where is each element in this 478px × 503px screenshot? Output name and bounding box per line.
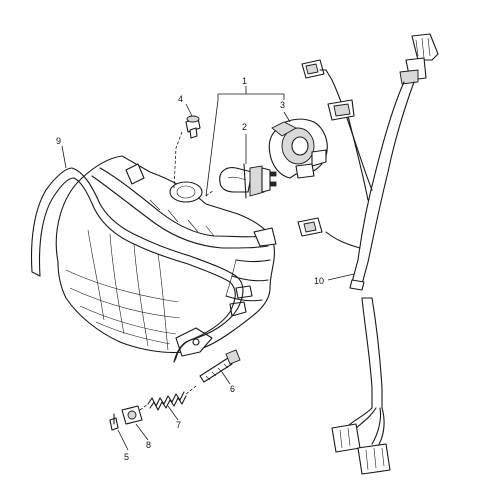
callout-7: 7 [176, 420, 181, 430]
callout-9: 9 [56, 136, 61, 146]
callout-labels: 1 2 3 4 5 6 7 8 9 10 [56, 76, 324, 462]
callout-6: 6 [230, 384, 235, 394]
seal-strip-part-9 [30, 167, 244, 363]
wire-harness-part-10 [297, 33, 439, 475]
adjust-screw-part-6 [199, 349, 241, 383]
nut-part-8 [121, 403, 149, 425]
callout-10: 10 [314, 276, 324, 286]
callout-1: 1 [242, 76, 247, 86]
clip-part-5 [109, 413, 119, 431]
screw-part-4 [173, 115, 201, 189]
leader-lines [61, 86, 355, 451]
callout-8: 8 [146, 440, 151, 450]
headlight-housing [55, 155, 277, 357]
bulb-cover-part-3 [268, 118, 328, 179]
callout-2: 2 [242, 122, 247, 132]
bulb-part-2 [219, 163, 277, 199]
callout-4: 4 [178, 94, 183, 104]
spring-part-7 [147, 385, 197, 411]
callout-3: 3 [280, 100, 285, 110]
callout-5: 5 [124, 452, 129, 462]
